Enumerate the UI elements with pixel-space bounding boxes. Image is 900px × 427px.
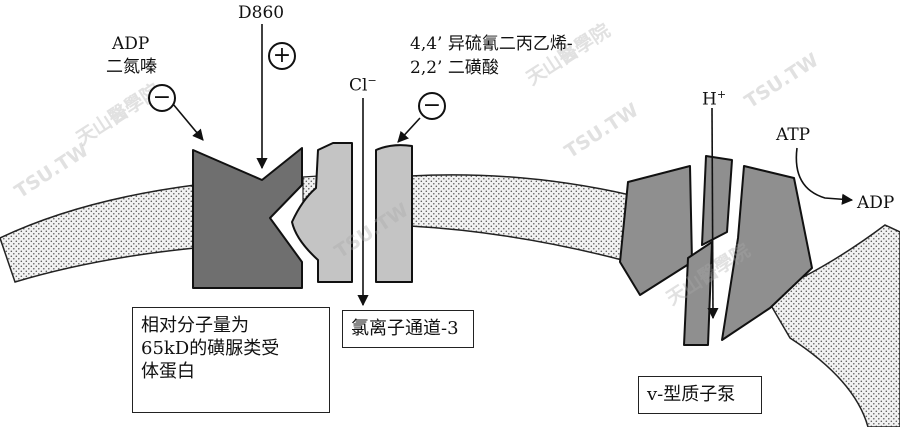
proton-symbol: H <box>702 89 717 110</box>
chloride-channel-left <box>291 142 353 283</box>
receptor-text-line1: 相对分子量为 <box>141 315 249 336</box>
membrane-right <box>763 224 900 427</box>
inhibit-minus-icon: − <box>148 84 176 112</box>
chloride-symbol: Cl <box>349 75 368 96</box>
stimulate-plus-icon: + <box>268 42 296 70</box>
dids-inhibit-arrow <box>397 117 421 143</box>
proton-charge: + <box>716 88 727 101</box>
proton-flow-arrow <box>707 107 719 320</box>
proton-pump-box: v-型质子泵 <box>638 376 762 414</box>
proton-pump-text: v-型质子泵 <box>647 384 736 405</box>
chloride-charge: − <box>367 74 377 87</box>
proton-pump-center-upper <box>701 155 733 246</box>
sulfonylurea-receptor-protein <box>192 147 303 289</box>
proton-pump-center-lower <box>683 241 713 346</box>
proton-label: H+ <box>702 84 726 111</box>
adp-product-label: ADP <box>857 193 895 213</box>
inhibit-minus-icon: − <box>418 92 446 120</box>
proton-pump-right-block <box>721 165 813 341</box>
receptor-text-line3: 体蛋白 <box>141 361 195 382</box>
adp-label: ADP <box>112 34 150 54</box>
sulfonylurea-receptor-box: 相对分子量为 65kD的磺脲类受 体蛋白 <box>132 307 330 413</box>
chloride-channel-right <box>375 144 413 283</box>
membrane-left <box>0 184 196 283</box>
atp-label: ATP <box>776 125 811 145</box>
membrane-middle <box>409 174 631 261</box>
dids-label-line1: 4,4’ 异硫氰二丙乙烯- <box>410 34 573 54</box>
chloride-channel-box: 氯离子通道-3 <box>342 310 474 348</box>
receptor-text-line2: 65kD的磺脲类受 <box>141 338 280 359</box>
chloride-channel-text: 氯离子通道-3 <box>351 318 459 339</box>
chloride-ion-label: Cl− <box>349 70 377 97</box>
proton-pump-left-block <box>619 165 693 296</box>
dids-label-line2: 2,2’ 二磺酸 <box>410 58 499 78</box>
d860-label: D860 <box>238 3 285 23</box>
atp-hydrolysis-arrow <box>795 147 854 205</box>
diazoxide-label: 二氮嗪 <box>106 57 157 77</box>
